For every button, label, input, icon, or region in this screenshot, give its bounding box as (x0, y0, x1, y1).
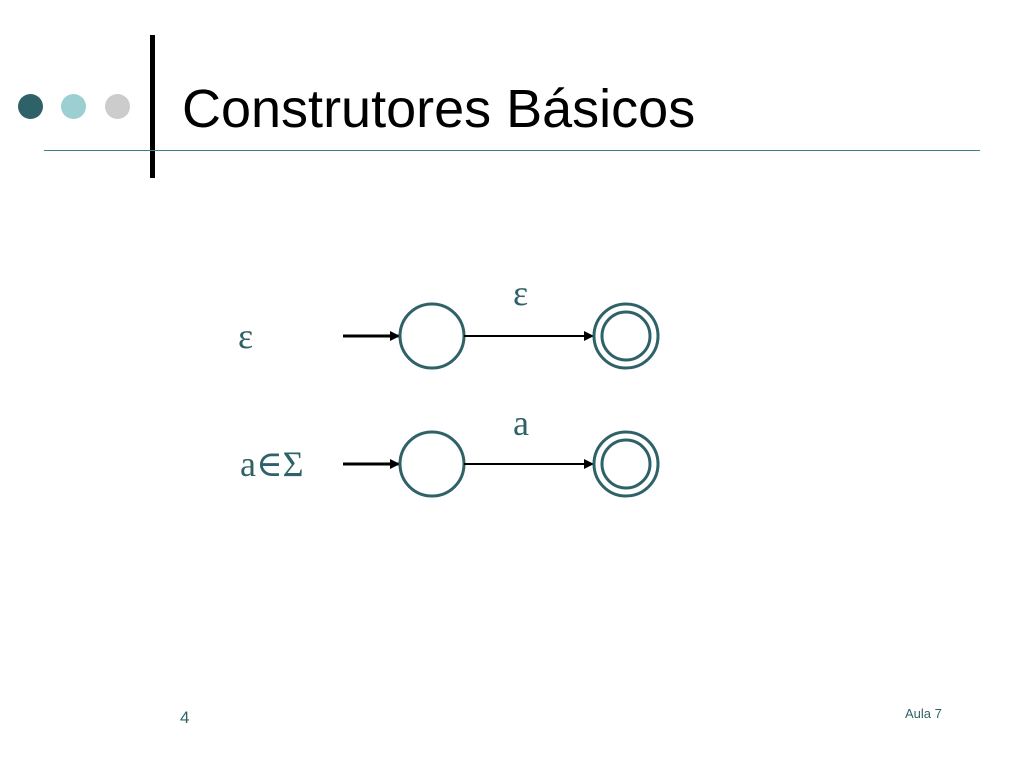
bullet-dot-dark (18, 94, 43, 119)
constructor-label-symbol: a∈Σ (240, 444, 304, 484)
page-number: 4 (180, 708, 190, 727)
constructor-label-epsilon: ε (238, 316, 253, 356)
bullet-dot-light (61, 94, 86, 119)
footer-label: Aula 7 (905, 706, 942, 721)
title-underline (44, 150, 980, 151)
bullet-dot-gray (105, 94, 130, 119)
transition-symbol-a: a (513, 403, 529, 443)
title-divider-bar (150, 35, 155, 178)
accepting-state-outer (592, 302, 660, 370)
start-state (398, 302, 466, 370)
constructor-symbol: a∈Σ a (240, 403, 660, 498)
accepting-state-outer (592, 430, 660, 498)
constructor-epsilon: ε ε (238, 273, 660, 370)
accepting-state-inner (600, 310, 652, 362)
accepting-state-inner (600, 438, 652, 490)
start-state (398, 430, 466, 498)
slide-title: Construtores Básicos (182, 79, 696, 139)
transition-symbol-epsilon: ε (513, 273, 528, 313)
